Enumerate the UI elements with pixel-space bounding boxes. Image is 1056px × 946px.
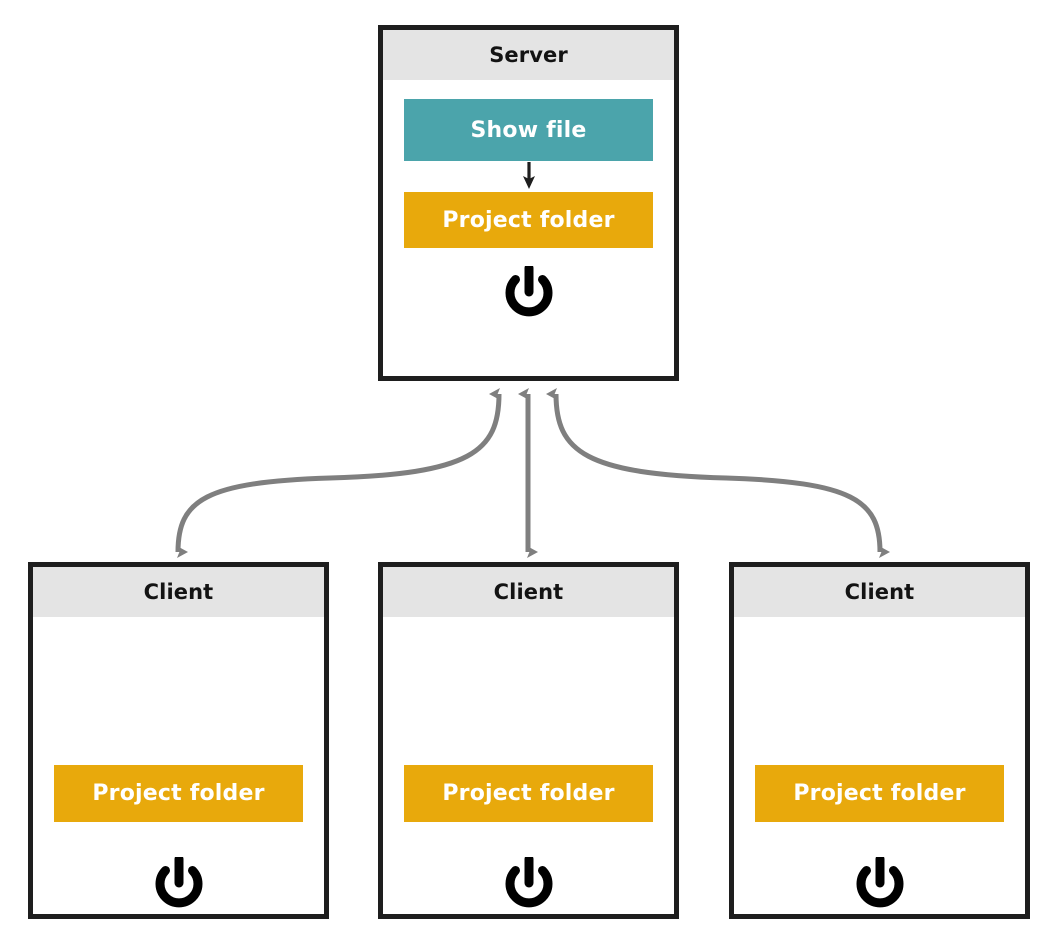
client-1-header: Client (33, 567, 324, 617)
server-power-button[interactable] (383, 266, 674, 326)
server-header: Server (383, 30, 674, 80)
client-2-power-button[interactable] (383, 857, 674, 917)
server-box[interactable]: Server Show file Project folder (378, 25, 679, 381)
client-1-power-button[interactable] (33, 857, 324, 917)
client-box-2[interactable]: Client Project folder (378, 562, 679, 919)
power-icon (505, 857, 552, 908)
client-3-project-folder-bar[interactable]: Project folder (755, 765, 1004, 822)
server-project-folder-bar[interactable]: Project folder (404, 192, 653, 248)
client-box-3[interactable]: Client Project folder (729, 562, 1030, 919)
server-body: Show file Project folder (383, 80, 674, 376)
client-2-body: Project folder (383, 617, 674, 914)
client-1-project-folder-bar[interactable]: Project folder (54, 765, 303, 822)
client-2-project-folder-bar[interactable]: Project folder (404, 765, 653, 822)
connector-server-to-client-1 (175, 388, 502, 558)
connector-server-to-client-3 (546, 387, 890, 559)
server-show-file-bar[interactable]: Show file (404, 99, 653, 161)
server-inner-arrow (383, 161, 674, 192)
client-1-body: Project folder (33, 617, 324, 914)
client-2-header: Client (383, 567, 674, 617)
power-icon (856, 857, 903, 908)
power-icon (155, 857, 202, 908)
client-3-power-button[interactable] (734, 857, 1025, 917)
client-3-header: Client (734, 567, 1025, 617)
power-icon (505, 266, 552, 317)
client-box-1[interactable]: Client Project folder (28, 562, 329, 919)
arrow-down-icon (522, 161, 535, 189)
client-3-body: Project folder (734, 617, 1025, 914)
